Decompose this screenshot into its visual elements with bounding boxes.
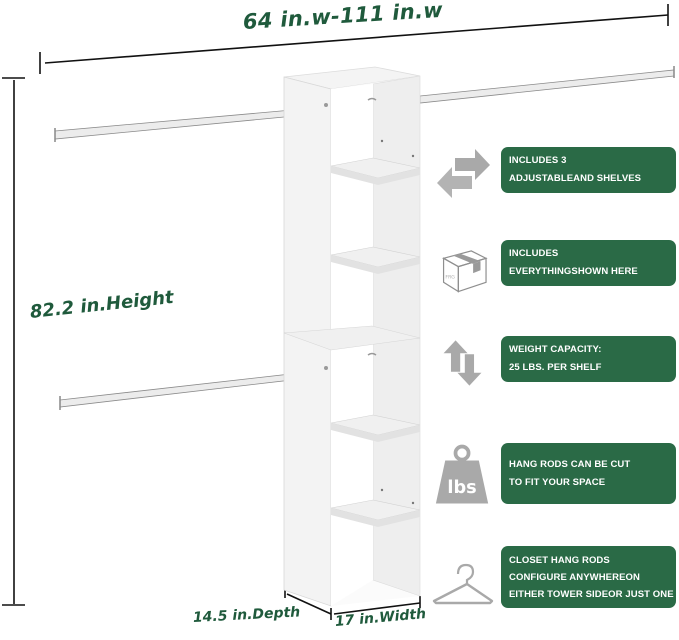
feature-line: TO FIT YOUR SPACE	[509, 476, 606, 488]
adjust-arrows-horizontal-icon	[437, 149, 490, 198]
feature-line: 25 LBS. PER SHELF	[509, 362, 602, 373]
weight-lbs-icon: lbs	[435, 444, 489, 504]
package-box-icon: FRG	[441, 250, 488, 293]
feature-adjustable-shelves: INCLUDES 3 ADJUSTABLEAND SHELVES	[501, 147, 676, 193]
base-dimension-lines	[284, 587, 421, 620]
clothes-hanger-icon	[432, 563, 494, 605]
feature-line: EVERYTHINGSHOWN HERE	[509, 266, 638, 277]
feature-line: INCLUDES 3	[509, 155, 567, 166]
feature-line: CLOSET HANG RODS	[509, 554, 610, 566]
weight-icon-text: lbs	[447, 478, 476, 498]
arrows-up-down-icon	[443, 340, 482, 386]
feature-line: INCLUDES	[509, 248, 559, 259]
feature-line: CONFIGURE ANYWHEREON	[509, 571, 640, 583]
feature-line: HANG RODS CAN BE CUT	[509, 458, 631, 470]
feature-line: EITHER TOWER SIDEOR JUST ONE	[509, 588, 674, 600]
feature-weight-capacity: WEIGHT CAPACITY: 25 LBS. PER SHELF	[501, 336, 676, 382]
feature-line: ADJUSTABLEAND SHELVES	[509, 173, 642, 184]
svg-text:FRG: FRG	[445, 275, 455, 281]
feature-configurable-rods: CLOSET HANG RODS CONFIGURE ANYWHEREON EI…	[501, 546, 676, 608]
feature-includes-everything: INCLUDES EVERYTHINGSHOWN HERE	[501, 240, 676, 286]
height-dimension-line	[2, 77, 25, 606]
feature-cuttable-rods: HANG RODS CAN BE CUT TO FIT YOUR SPACE	[501, 443, 676, 504]
width-dimension-line	[39, 4, 669, 74]
closet-tower	[283, 66, 421, 607]
feature-line: WEIGHT CAPACITY:	[509, 344, 602, 355]
hang-rod-upper-right	[419, 66, 675, 104]
